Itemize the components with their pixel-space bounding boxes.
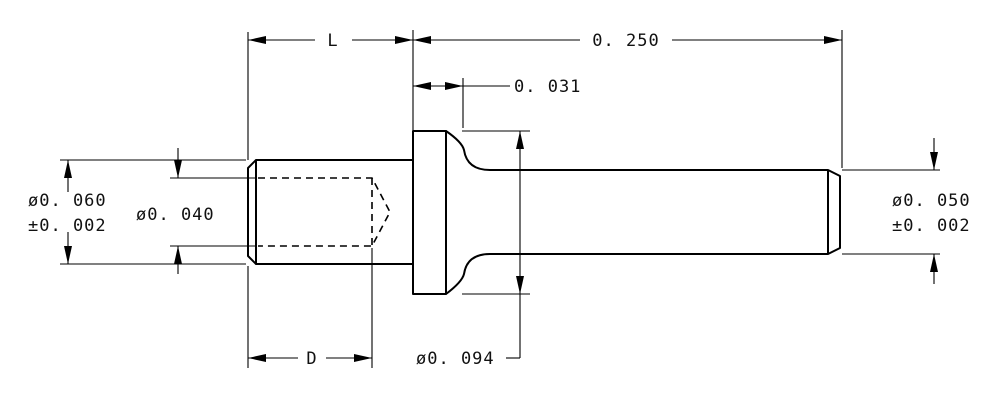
dimension-thread-tolerance-label: ±0. 002 — [28, 216, 107, 236]
thread-section-outline — [247, 159, 413, 265]
dimension-head-thickness-label: 0. 031 — [514, 77, 581, 97]
dimension-D: D — [248, 349, 372, 369]
dimension-shank-diameter-label: ø0. 050 — [892, 191, 971, 211]
dimension-head-thickness: 0. 031 — [413, 77, 581, 97]
shank-outline — [445, 130, 841, 295]
hidden-bore — [258, 177, 391, 247]
dimension-overall-length-label: 0. 250 — [592, 31, 659, 51]
dimension-L-label: L — [327, 31, 338, 51]
dimension-thread-diameter: ø0. 060 ±0. 002 — [28, 160, 107, 264]
head-flange-outline — [412, 130, 447, 295]
dimension-shank-diameter: ø0. 050 ±0. 002 — [892, 138, 971, 284]
dimension-bore-diameter: ø0. 040 — [136, 148, 215, 274]
dimension-L: L — [248, 31, 413, 51]
dimension-bore-diameter-label: ø0. 040 — [136, 205, 215, 225]
dimension-overall-length: 0. 250 — [413, 31, 842, 51]
dimension-thread-diameter-label: ø0. 060 — [28, 191, 107, 211]
dimension-D-label: D — [306, 349, 317, 369]
dimension-shank-tolerance-label: ±0. 002 — [892, 216, 971, 236]
dimension-head-diameter: ø0. 094 — [416, 131, 524, 369]
dimension-head-diameter-label: ø0. 094 — [416, 349, 495, 369]
part-outline — [247, 130, 841, 295]
extension-lines — [60, 30, 940, 368]
